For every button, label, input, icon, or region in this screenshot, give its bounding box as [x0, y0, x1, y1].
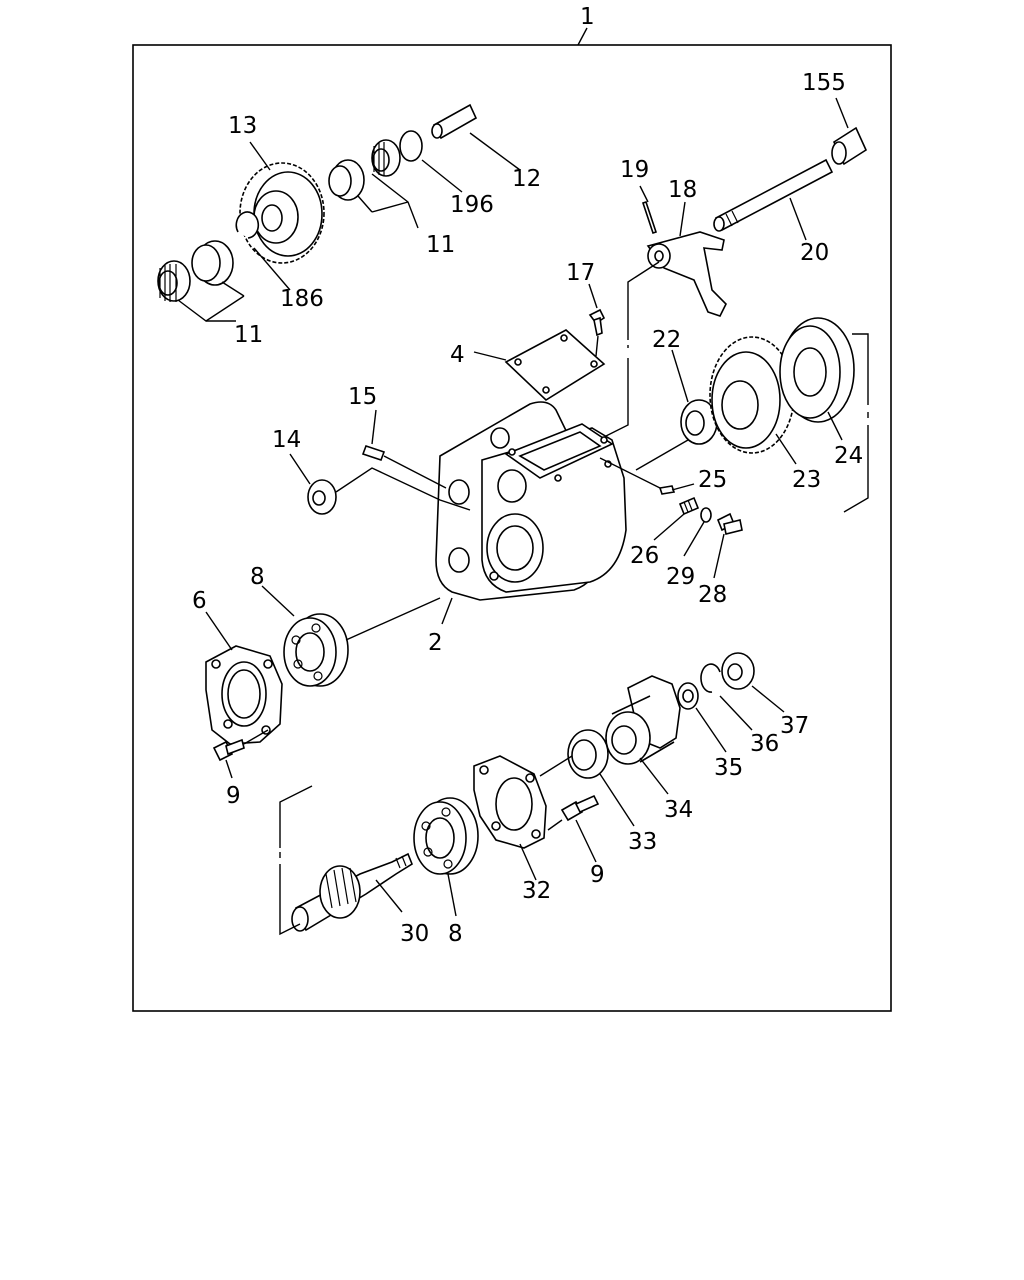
part-label-11-lower: 11: [234, 322, 263, 348]
part-label-15: 15: [348, 384, 377, 410]
part-label-20: 20: [800, 240, 829, 266]
part-label-23: 23: [792, 467, 821, 493]
synchro-sleeve-24: [779, 317, 855, 423]
snap-ring-186: [235, 211, 260, 239]
part-label-2: 2: [428, 630, 443, 656]
part-label-9-right: 9: [590, 862, 605, 888]
bushing-155: [831, 126, 868, 166]
shift-fork-18: [646, 231, 727, 317]
part-label-11-upper: 11: [426, 232, 455, 258]
part-label-24: 24: [834, 443, 863, 469]
roller-bearing-11b: [157, 260, 191, 302]
shift-rod-20: [713, 158, 834, 232]
oil-seal-33: [567, 729, 609, 779]
part-label-196: 196: [450, 192, 494, 218]
roller-bearing-11a: [371, 139, 401, 177]
part-label-32: 32: [522, 878, 551, 904]
bolt-9a: [212, 738, 245, 762]
part-label-17: 17: [566, 260, 595, 286]
part-label-36: 36: [750, 731, 779, 757]
ball-bearing-8b: [413, 797, 479, 875]
part-label-8-upper: 8: [250, 564, 265, 590]
part-label-29: 29: [666, 564, 695, 590]
pin-19: [641, 200, 658, 235]
part-label-8-lower: 8: [448, 921, 463, 947]
part-label-12: 12: [512, 166, 541, 192]
cover-plate-4: [504, 329, 606, 402]
bearing-race-11b: [191, 240, 234, 286]
bolt-9b: [560, 794, 600, 822]
part-label-33: 33: [628, 829, 657, 855]
assembly-label: 1: [580, 4, 595, 30]
counter-gear-13: [239, 162, 325, 264]
part-label-18: 18: [668, 177, 697, 203]
lock-washer-36: [700, 663, 721, 693]
part-label-6: 6: [192, 588, 207, 614]
part-label-35: 35: [714, 755, 743, 781]
bushing-14: [307, 479, 337, 515]
washer-29: [700, 507, 712, 523]
pin-12: [431, 103, 478, 140]
part-label-34: 34: [664, 797, 693, 823]
part-label-28: 28: [698, 582, 727, 608]
housing-2: [435, 401, 627, 601]
diagram-frame: [132, 44, 892, 1012]
part-label-22: 22: [652, 327, 681, 353]
part-label-14: 14: [272, 427, 301, 453]
flange-6: [205, 645, 283, 745]
part-label-25: 25: [698, 467, 727, 493]
washer-196: [399, 130, 423, 162]
part-label-4: 4: [450, 342, 465, 368]
flange-32: [473, 755, 547, 849]
part-label-155: 155: [802, 70, 846, 96]
dowel-pin-15: [361, 444, 386, 462]
part-label-37: 37: [780, 713, 809, 739]
plug-bolt-28: [716, 512, 743, 535]
part-label-186: 186: [280, 286, 324, 312]
ball-bearing-8a: [283, 613, 349, 687]
bearing-race-11a: [328, 159, 365, 201]
detent-ball-25: [658, 485, 676, 495]
gear-23: [709, 336, 795, 454]
output-shaft-30: [291, 852, 413, 932]
part-label-13: 13: [228, 113, 257, 139]
part-label-19: 19: [620, 157, 649, 183]
bolt-17: [588, 308, 606, 337]
nut-37: [721, 652, 755, 690]
part-label-26: 26: [630, 543, 659, 569]
bearing-housing-34: [605, 675, 681, 765]
part-label-9-left: 9: [226, 783, 241, 809]
part-label-30: 30: [400, 921, 429, 947]
washer-35: [677, 682, 699, 710]
spring-26: [678, 496, 700, 516]
